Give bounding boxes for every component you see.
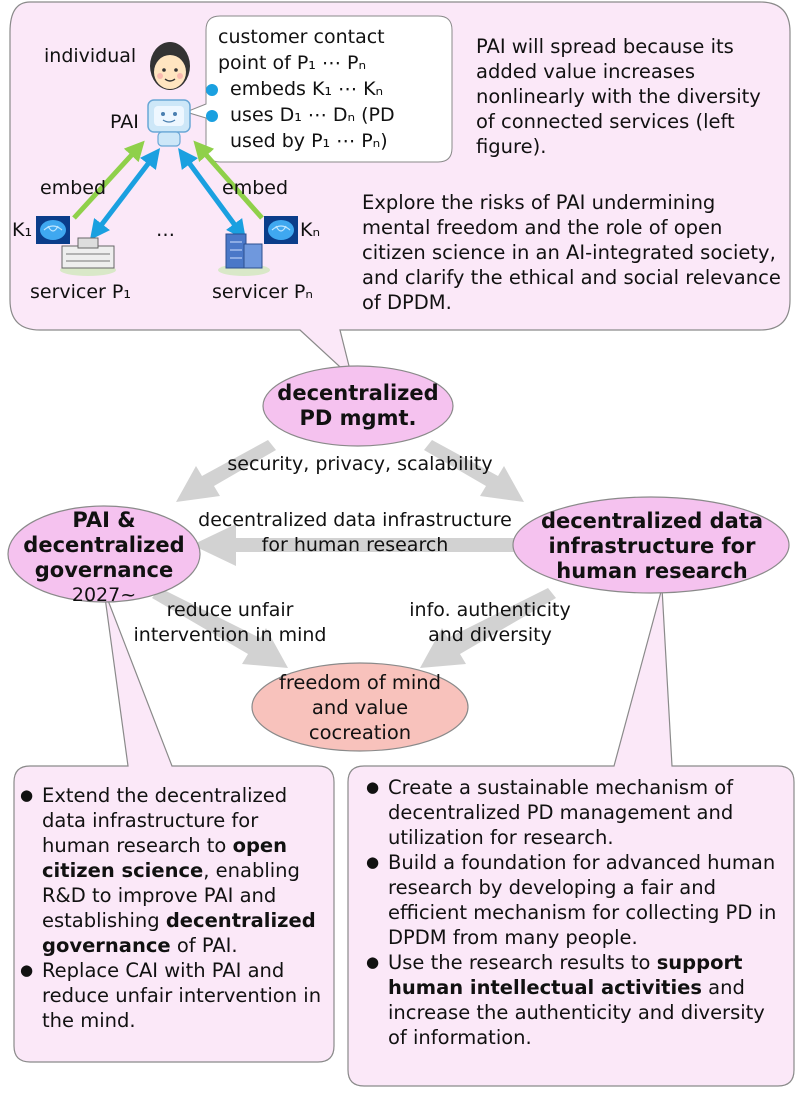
bubble-item-embeds: embeds K₁ ⋯ Kₙ xyxy=(204,76,448,102)
spread-text: PAI will spread because its added value … xyxy=(476,35,761,158)
right-box-list: Create a sustainable mechanism of decent… xyxy=(366,775,786,1050)
oval-decentralized-pd-mgmt xyxy=(262,365,454,447)
right-box-item-3: Use the research results to support huma… xyxy=(366,950,786,1050)
left-box-list: Extend the decentralized data infrastruc… xyxy=(20,783,328,1033)
cycle-arrows xyxy=(152,440,556,668)
oval-data-infrastructure xyxy=(512,496,790,594)
right-item-3-bold: support human intellectual activities xyxy=(388,951,743,999)
contact-bubble-text: customer contact point of P₁ ⋯ Pₙ embeds… xyxy=(206,24,448,154)
edge-label-right-1: info. authenticity xyxy=(409,599,571,621)
edge-label-left-2: intervention in mind xyxy=(133,624,327,646)
node-freedom-of-mind: freedom of mind and value cocreation xyxy=(278,671,442,744)
bubble-item-uses-b: used by P₁ ⋯ Pₙ) xyxy=(230,130,388,152)
left-item-1-text-b: , enabling R&D to improve PAI and establ… xyxy=(42,859,300,932)
node-pai-governance: PAI & decentralized governance 2027~ xyxy=(14,508,194,608)
right-item-3-text-b: and increase the authenticity and divers… xyxy=(388,976,765,1049)
kn-label: Kₙ xyxy=(300,219,321,241)
node-data-infrastructure: decentralized data infrastructure for hu… xyxy=(540,509,764,583)
edge-label-top: security, privacy, scalability xyxy=(227,453,493,475)
individual-label: individual xyxy=(44,45,137,67)
left-item-1-text-a: Extend the decentralized data infrastruc… xyxy=(42,784,288,857)
building-icon-servicer-1 xyxy=(60,237,116,276)
bubble-line-2: point of P₁ ⋯ Pₙ xyxy=(218,52,367,74)
brain-icon-kn xyxy=(264,216,298,244)
node-pai-governance-year: 2027~ xyxy=(71,584,137,606)
servicer-n-label: servicer Pₙ xyxy=(212,281,313,303)
data-arrow-right xyxy=(178,147,246,241)
embed-label-right: embed xyxy=(222,177,289,199)
left-box-item-2: Replace CAI with PAI and reduce unfair i… xyxy=(20,958,328,1033)
pai-label: PAI xyxy=(110,111,139,133)
bubble-line-1: customer contact xyxy=(218,26,385,48)
explore-text: Explore the risks of PAI undermining men… xyxy=(362,191,781,314)
right-box-item-1: Create a sustainable mechanism of decent… xyxy=(366,775,786,850)
node-pai-governance-title: PAI & decentralized governance xyxy=(23,508,185,582)
left-item-1-bold-a: open citizen science xyxy=(42,834,288,882)
building-icon-servicer-n xyxy=(218,233,270,276)
data-arrow-left xyxy=(89,148,161,240)
right-box-item-2: Build a foundation for advanced human re… xyxy=(366,850,786,950)
pai-robot-icon xyxy=(147,99,191,147)
right-item-3-text-a: Use the research results to xyxy=(388,951,657,974)
edge-label-left-1: reduce unfair xyxy=(166,599,294,621)
edge-label-middle-1: decentralized data infrastructure xyxy=(198,509,512,531)
bubble-item-uses: uses D₁ ⋯ Dₙ (PD used by P₁ ⋯ Pₙ) xyxy=(204,102,448,154)
bubble-item-uses-a: uses D₁ ⋯ Dₙ (PD xyxy=(230,104,395,126)
oval-pai-governance xyxy=(7,505,201,603)
individual-avatar xyxy=(150,42,190,90)
k1-label: K₁ xyxy=(12,219,33,241)
node-decentralized-pd-mgmt: decentralized PD mgmt. xyxy=(277,381,439,430)
left-box-item-1: Extend the decentralized data infrastruc… xyxy=(20,783,328,958)
edge-label-right-2: and diversity xyxy=(428,624,552,646)
ellipsis: … xyxy=(156,219,175,241)
top-panel xyxy=(9,1,791,380)
oval-freedom-of-mind xyxy=(251,662,469,752)
brain-icon-k1 xyxy=(36,216,70,244)
embed-label-left: embed xyxy=(40,177,107,199)
edge-label-middle-2: for human research xyxy=(261,534,449,556)
left-item-1-bold-b: decentralized governance xyxy=(42,909,316,957)
servicer-1-label: servicer P₁ xyxy=(30,281,131,303)
left-item-1-text-c: of PAI. xyxy=(170,934,238,957)
